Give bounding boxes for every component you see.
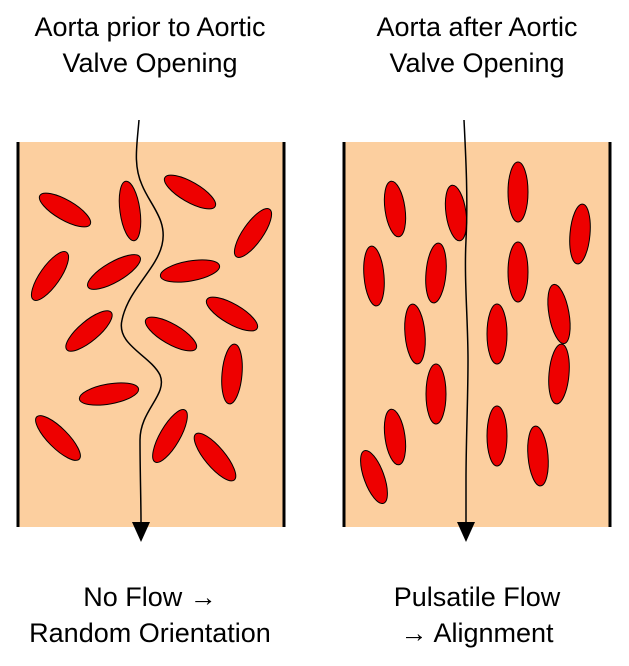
flow-streamline-right — [463, 119, 469, 522]
flow-arrowhead-right — [457, 522, 475, 542]
panel-left-caption-line1: No Flow → — [83, 582, 217, 612]
red-blood-cell — [507, 241, 529, 303]
red-blood-cell — [205, 296, 259, 332]
red-blood-cell — [193, 432, 237, 482]
red-blood-cell — [383, 408, 407, 466]
red-blood-cell — [65, 310, 113, 352]
panel-right-title-line2: Valve Opening — [389, 48, 564, 78]
red-blood-cell — [547, 283, 571, 345]
red-blood-cell — [35, 415, 81, 461]
red-blood-cells-random — [30, 174, 273, 482]
red-blood-cell — [363, 245, 385, 307]
panel-left-title-line2: Valve Opening — [62, 48, 237, 78]
red-blood-cell — [486, 303, 508, 365]
flow-arrowhead-left — [132, 522, 150, 542]
panel-after-opening: Aorta after Aortic Valve Opening Pulsati… — [342, 12, 612, 648]
red-blood-cell — [221, 343, 243, 405]
red-blood-cell — [144, 316, 198, 352]
red-blood-cell — [404, 303, 426, 365]
panel-left-caption-line2: Random Orientation — [29, 618, 271, 648]
red-blood-cell — [78, 382, 140, 406]
red-blood-cell — [118, 180, 142, 242]
red-blood-cell — [30, 251, 70, 301]
red-blood-cell — [360, 449, 388, 505]
red-blood-cell — [527, 425, 549, 487]
panel-before-opening: Aorta prior to Aortic Valve Opening No F… — [16, 12, 286, 648]
red-blood-cell — [548, 343, 570, 405]
red-blood-cell — [425, 242, 447, 304]
red-blood-cell — [87, 254, 141, 290]
red-blood-cell — [38, 192, 92, 228]
red-blood-cell — [425, 363, 447, 425]
panel-right-caption-line2: → Alignment — [400, 618, 554, 648]
red-blood-cell — [163, 174, 217, 210]
red-blood-cell — [569, 203, 591, 265]
red-blood-cells-aligned — [360, 161, 591, 505]
red-blood-cell — [507, 161, 529, 223]
flow-streamline-left — [120, 119, 164, 523]
red-blood-cell — [159, 259, 221, 283]
panel-right-caption-line1: Pulsatile Flow — [394, 582, 561, 612]
red-blood-cell — [233, 208, 273, 258]
panel-right-title-line1: Aorta after Aortic — [376, 12, 577, 42]
panel-left-title-line1: Aorta prior to Aortic — [34, 12, 265, 42]
red-blood-cell — [444, 184, 468, 242]
red-blood-cell — [486, 405, 508, 467]
red-blood-cell — [152, 409, 188, 463]
red-blood-cell — [383, 180, 407, 238]
